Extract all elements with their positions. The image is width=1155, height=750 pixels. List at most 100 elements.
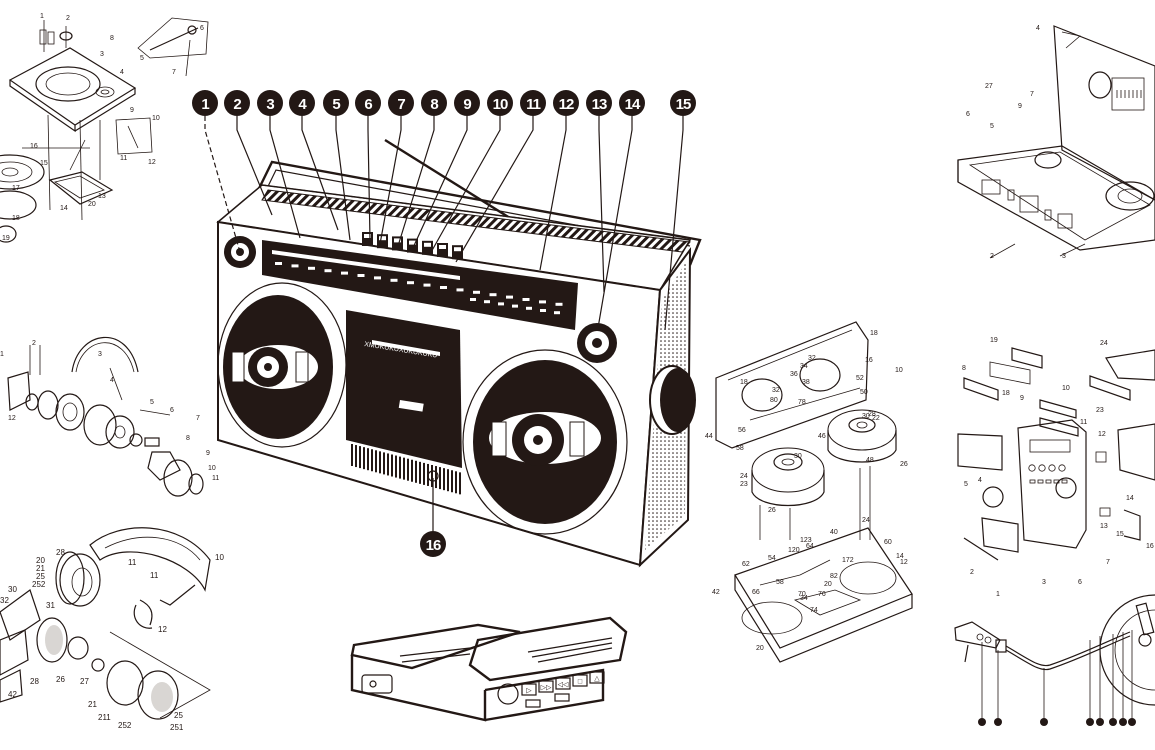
part-number-label: 211: [98, 713, 111, 722]
callout-leader-line: [411, 116, 468, 251]
part-number-label: 172: [842, 557, 854, 564]
callout-10: 10: [487, 90, 513, 116]
callout-4: 4: [289, 90, 315, 116]
tonearm-callout-dot: [994, 718, 1002, 726]
part-number-label: 7: [1030, 91, 1034, 98]
svg-text:14: 14: [625, 96, 641, 113]
part-number-label: 11: [212, 475, 219, 482]
part-number-label: 8: [186, 435, 190, 442]
indicator-mark: [498, 302, 504, 306]
part-number-label: 7: [172, 69, 176, 76]
part-number-label: 19: [990, 337, 998, 344]
part-number-label: 34: [800, 363, 808, 370]
piano-key: [377, 234, 388, 249]
callout-15: 15: [670, 90, 696, 116]
part-number-label: 40: [830, 529, 838, 536]
part-number-label: 2: [990, 253, 994, 260]
part-number-label: 70: [798, 591, 806, 598]
part-number-label: 1: [0, 351, 4, 358]
piano-key: [392, 236, 403, 251]
part-number-label: 4: [120, 69, 124, 76]
indicator-mark: [540, 309, 546, 312]
callout-5: 5: [323, 90, 349, 116]
callout-leader-line: [204, 116, 241, 253]
part-number-label: 82: [830, 573, 838, 580]
part-number-label: 11: [120, 155, 127, 162]
part-number-label: 15: [1116, 531, 1124, 538]
part-number-label: 38: [802, 379, 810, 386]
svg-text:8: 8: [430, 96, 438, 113]
fast-forward-icon: ▷▷: [541, 685, 552, 692]
callout-leader-line: [379, 116, 402, 245]
stop-icon-button: [572, 674, 588, 687]
part-number-label: 58: [736, 445, 744, 452]
part-number-label: 30: [794, 453, 802, 460]
part-number-label: 7: [1106, 559, 1110, 566]
hold-switch: [525, 699, 541, 708]
callout-leader-line: [367, 116, 371, 241]
callout-3: 3: [257, 90, 283, 116]
panel-button: [1038, 464, 1046, 472]
callout-leader-line: [429, 116, 501, 255]
svg-text:3: 3: [266, 96, 274, 113]
part-number-label: 32: [808, 355, 816, 362]
callout-6: 6: [355, 90, 381, 116]
part-number-label: 23: [740, 481, 748, 488]
part-number-label: 42: [712, 589, 720, 596]
svg-text:13: 13: [592, 96, 607, 113]
part-number-label: 2: [66, 15, 70, 22]
callout-13: 13: [586, 90, 612, 116]
part-number-label: 11: [150, 571, 159, 580]
indicator-mark: [489, 293, 497, 297]
part-number-label: 28: [30, 677, 39, 686]
indicator-mark: [341, 271, 348, 275]
part-number-label: 6: [1078, 579, 1082, 586]
svg-text:9: 9: [463, 96, 471, 113]
callout-8: 8: [421, 90, 447, 116]
indicator-mark: [539, 300, 546, 304]
part-number-label: 31: [46, 601, 55, 610]
part-number-label: 25: [36, 572, 45, 581]
part-number-label: 32: [0, 596, 9, 605]
part-number-label: 10: [208, 465, 216, 472]
part-number-label: 16: [865, 357, 873, 364]
indicator-mark: [390, 278, 398, 282]
part-number-label: 4: [110, 377, 114, 384]
part-number-label: 26: [768, 507, 776, 514]
part-number-label: 123: [800, 537, 812, 544]
part-number-label: 24: [862, 517, 870, 524]
part-number-label: 18: [870, 330, 878, 337]
part-number-label: 78: [798, 399, 806, 406]
part-number-label: 20: [36, 556, 45, 565]
part-number-label: 8: [962, 365, 966, 372]
play-icon-button: [521, 683, 537, 696]
indicator-mark: [484, 300, 490, 304]
part-number-label: 11: [128, 558, 137, 567]
part-number-label: 28: [868, 411, 876, 418]
part-number-label: 10: [215, 553, 224, 562]
piano-key-face: [439, 245, 446, 249]
part-number-label: 11: [1080, 419, 1087, 426]
callout-leader-line: [597, 116, 633, 329]
svg-text:10: 10: [493, 96, 508, 113]
part-number-label: 5: [964, 481, 968, 488]
part-number-label: 251: [170, 723, 184, 732]
callout-leader-line: [236, 116, 273, 216]
tonearm-callout-dot: [1109, 718, 1117, 726]
part-number-label: 54: [768, 555, 776, 562]
indicator-mark: [526, 306, 532, 310]
part-number-label: 13: [1100, 523, 1108, 530]
part-number-label: 5: [140, 55, 144, 62]
part-number-label: 3: [1042, 579, 1046, 586]
svg-text:12: 12: [559, 96, 574, 113]
part-number-label: 3: [98, 351, 102, 358]
indicator-mark: [473, 290, 480, 294]
part-number-label: 18: [12, 215, 20, 222]
part-number-label: 50: [860, 389, 868, 396]
part-number-label: 14: [60, 205, 68, 212]
callout-7: 7: [388, 90, 414, 116]
